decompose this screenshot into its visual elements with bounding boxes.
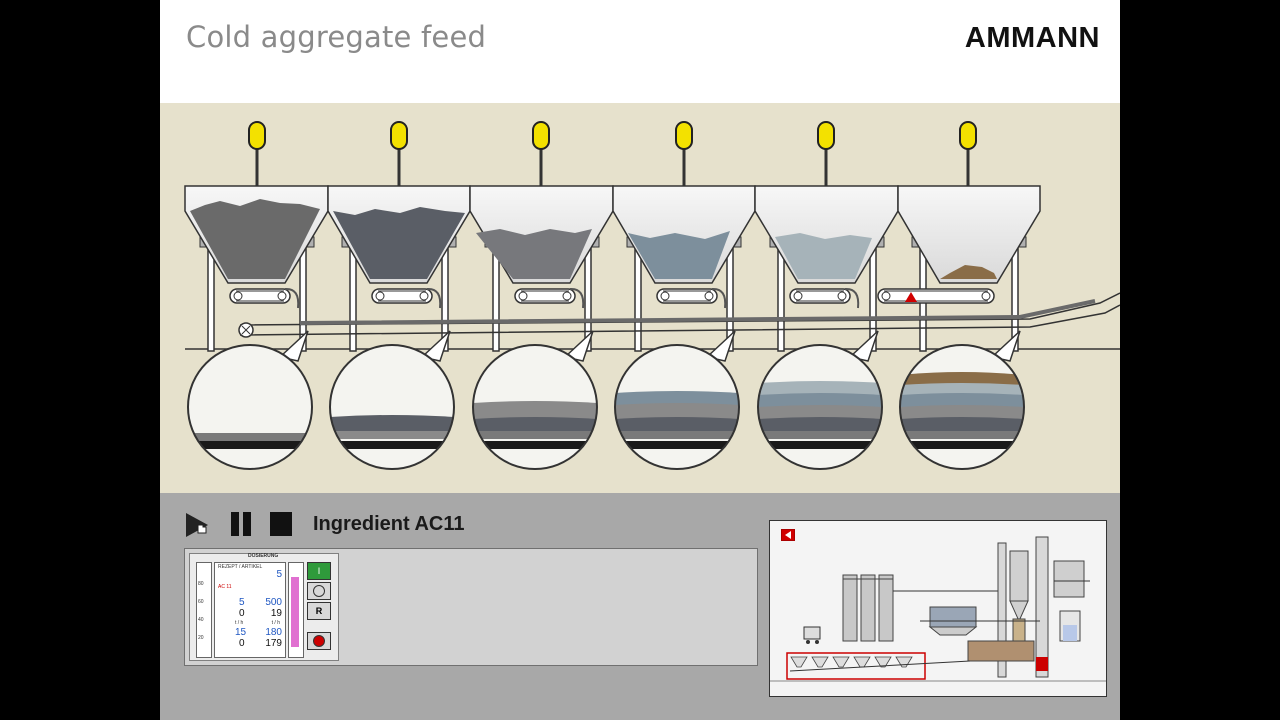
dosing-panel: DOSIERUNG 80 60 40 20 REZEPT / ARTIKEL 5… [189, 553, 339, 661]
control-bar: Ingredient AC11 DOSIERUNG 80 60 40 20 RE… [160, 493, 1120, 720]
hopper-3 [469, 121, 614, 352]
scale-tick: 40 [198, 617, 204, 623]
value-r1-left: 5 [239, 597, 245, 608]
dosing-title: DOSIERUNG [248, 553, 279, 559]
level-indicator-5 [817, 121, 835, 150]
value-r4-right: 179 [265, 638, 282, 649]
recipe-label: REZEPT / ARTIKEL [218, 564, 263, 570]
level-indicator-1 [248, 121, 266, 150]
header: Cold aggregate feed AMMANN [160, 0, 1120, 103]
scale-tick: 60 [198, 599, 204, 605]
value-r2-left: 0 [239, 608, 245, 619]
level-indicator-3 [532, 121, 550, 150]
level-indicator-4 [675, 121, 693, 150]
back-arrow-icon [785, 531, 791, 539]
panel-circle-button[interactable] [307, 582, 331, 600]
belt-zoom-5 [757, 330, 883, 470]
plant-overview-minimap [769, 520, 1107, 697]
hopper-diagram [184, 121, 1120, 470]
panel-emergency-button[interactable] [307, 632, 331, 650]
scale-tick: 20 [198, 635, 204, 641]
panel-reset-button[interactable]: R [307, 602, 331, 620]
left-scale: 80 60 40 20 [196, 562, 212, 658]
highlight-cold-feed [786, 652, 926, 680]
value-r4-left: 0 [239, 638, 245, 649]
value-r1-right: 500 [265, 597, 282, 608]
hopper-4 [612, 121, 756, 352]
stop-button[interactable] [269, 511, 292, 537]
scale-tick: 80 [198, 581, 204, 587]
belt-zoom-3 [472, 330, 598, 470]
belt-zoom-6 [899, 330, 1025, 470]
animation-stage [160, 103, 1120, 493]
flow-gauge-fill [291, 577, 299, 647]
pause-button[interactable] [230, 511, 252, 537]
recipe-code: AC 11 [218, 584, 232, 590]
circle-icon [313, 585, 325, 597]
hopper-6 [877, 121, 1041, 352]
page-title: Cold aggregate feed [186, 20, 487, 54]
belt-zoom-2 [329, 330, 455, 470]
stop-icon [270, 512, 292, 536]
value-r2-right: 19 [270, 608, 282, 619]
play-button[interactable] [184, 511, 208, 537]
belt-zoom-4 [614, 330, 740, 470]
level-indicator-6 [959, 121, 977, 150]
value-r3-left: 15 [235, 627, 247, 638]
hopper-5 [754, 121, 899, 352]
flow-gauge [288, 562, 304, 658]
dosing-display: REZEPT / ARTIKEL 5 AC 11 5 500 0 19 t / … [214, 562, 286, 658]
unit-right: t / h [271, 620, 280, 626]
panel-start-button[interactable]: I [307, 562, 331, 580]
belt-zoom-1 [187, 330, 313, 470]
plant-overview-diagram [770, 536, 1106, 682]
hopper-2 [327, 121, 471, 352]
app-frame: Cold aggregate feed AMMANN [160, 0, 1120, 720]
recipe-number: 5 [276, 569, 282, 580]
unit-left: t / h [235, 620, 244, 626]
collecting-conveyor [238, 292, 1120, 338]
emergency-stop-icon [313, 635, 325, 647]
hopper-1 [184, 121, 329, 352]
level-indicator-2 [390, 121, 408, 150]
back-button[interactable] [781, 529, 795, 541]
value-r3-right: 180 [265, 627, 282, 638]
pause-icon [231, 512, 251, 536]
brand-logo: AMMANN [964, 22, 1100, 54]
play-icon [186, 513, 208, 537]
control-panel: DOSIERUNG 80 60 40 20 REZEPT / ARTIKEL 5… [184, 548, 758, 666]
ingredient-label: Ingredient AC11 [313, 513, 465, 535]
